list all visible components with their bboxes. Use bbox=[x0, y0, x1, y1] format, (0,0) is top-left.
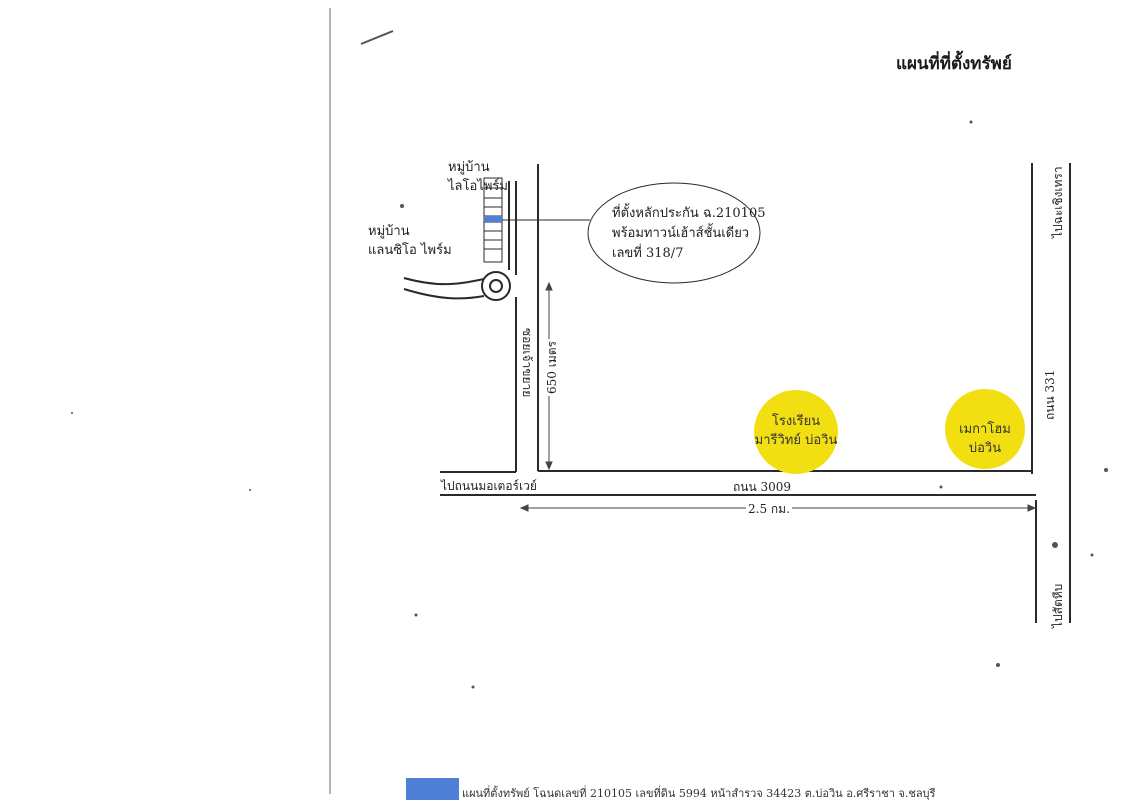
callout-line-2: พร้อมทาวน์เฮ้าส์ชั้นเดียว bbox=[612, 226, 750, 241]
road-soi bbox=[508, 164, 539, 472]
map-title: แผนที่ที่ตั้งทรัพย์ bbox=[896, 54, 1012, 74]
main-distance-label: 2.5 กม. bbox=[746, 500, 792, 519]
soi-distance-label: 650 เมตร bbox=[543, 339, 562, 396]
landmark-megahome-line-1: เมกาโฮม bbox=[959, 422, 1011, 437]
callout-ellipse bbox=[587, 182, 761, 284]
landmark-megahome-circle bbox=[945, 389, 1025, 469]
village-north-line-1: หมู่บ้าน bbox=[448, 160, 490, 175]
village-north-line-2: ไลโอไพร์ม bbox=[448, 179, 508, 194]
to-sattahip-label: ไปสัตหีบ bbox=[1051, 583, 1065, 628]
property-callout-text: ที่ตั้งหลักประกัน ฉ.210105 พร้อมทาวน์เฮ้… bbox=[612, 204, 766, 264]
village-west-line-1: หมู่บ้าน bbox=[368, 224, 410, 239]
main-road-label: ถนน 3009 bbox=[733, 480, 792, 494]
landmark-school-line-1: โรงเรียน bbox=[771, 414, 821, 429]
roundabout bbox=[481, 271, 511, 301]
landmark-school-label: โรงเรียน มารีวิทย์ บ่อวิน bbox=[754, 412, 838, 450]
landmark-megahome-line-2: บ่อวิน bbox=[968, 441, 1002, 456]
property-marker bbox=[484, 216, 502, 222]
village-north-label: หมู่บ้าน ไลโอไพร์ม bbox=[448, 158, 508, 196]
landmark-school-circle bbox=[754, 390, 838, 474]
legend-swatch bbox=[406, 778, 459, 800]
to-motorway-label: ไปถนนมอเตอร์เวย์ bbox=[441, 479, 537, 493]
callout-line-1: ที่ตั้งหลักประกัน ฉ.210105 bbox=[612, 206, 766, 221]
village-west-label: หมู่บ้าน แลนซิโอ ไพร์ม bbox=[368, 222, 452, 260]
page-edge bbox=[329, 8, 331, 794]
landmark-megahome-label: เมกาโฮม บ่อวิน bbox=[945, 420, 1025, 458]
road-331-label: ถนน 331 bbox=[1043, 369, 1057, 420]
road-west-village bbox=[403, 277, 485, 300]
landmark-school-line-2: มารีวิทย์ บ่อวิน bbox=[754, 433, 838, 448]
legend-text: แผนที่ตั้งทรัพย์ โฉนดเลขที่ 210105 เลขที… bbox=[462, 787, 936, 800]
scan-specks bbox=[71, 120, 1108, 689]
scan-mark bbox=[360, 30, 394, 45]
soi-label: ซอยเจ้าขยาย bbox=[520, 328, 534, 398]
callout-line-3: เลขที่ 318/7 bbox=[612, 246, 684, 261]
village-west-line-2: แลนซิโอ ไพร์ม bbox=[368, 243, 452, 258]
road-331 bbox=[1031, 163, 1071, 623]
to-plaeng-yao-label: ไปฉะเชิงเทรา bbox=[1051, 166, 1065, 238]
